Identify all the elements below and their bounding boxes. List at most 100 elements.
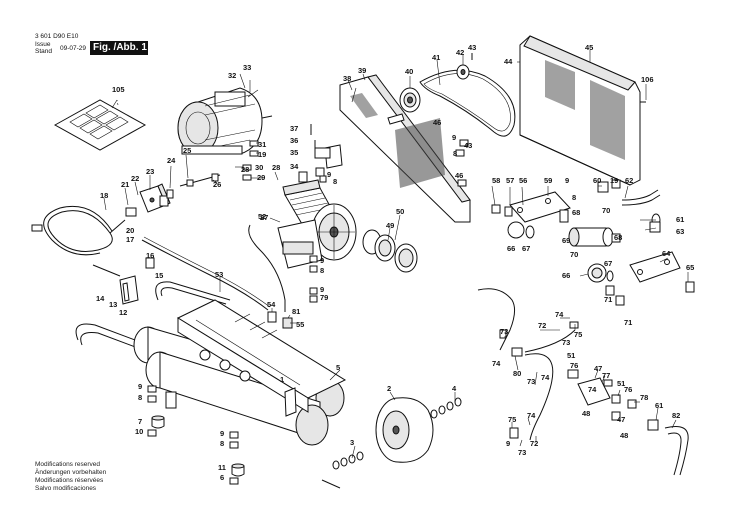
callout-8b: 8 <box>453 149 457 158</box>
callout-41: 41 <box>432 53 440 62</box>
callout-53: 53 <box>215 270 223 279</box>
callout-106: 106 <box>641 75 654 84</box>
belt-part <box>419 69 516 137</box>
callout-8e: 8 <box>220 439 224 448</box>
callout-77: 77 <box>602 371 610 380</box>
callout-4: 4 <box>452 384 457 393</box>
figure-label: Fig. /Abb. 1 <box>90 41 148 55</box>
callout-81: 81 <box>292 307 300 316</box>
callout-46b: 46 <box>455 171 463 180</box>
callout-12: 12 <box>119 308 127 317</box>
callout-9h: 9 <box>506 439 510 448</box>
callout-19b: 19 <box>610 176 618 185</box>
footer-line-de: Änderungen vorbehalten <box>35 469 107 476</box>
pressure-switch-part <box>125 183 171 217</box>
callout-28b: 28 <box>272 163 280 172</box>
callout-76a: 76 <box>570 361 578 370</box>
callout-73d: 73 <box>518 448 526 457</box>
wheel-part <box>375 397 462 463</box>
callout-35: 35 <box>290 148 298 157</box>
callout-69: 69 <box>562 236 570 245</box>
callout-15: 15 <box>155 271 163 280</box>
callout-51a: 51 <box>567 351 575 360</box>
callout-9c: 9 <box>320 256 324 265</box>
callout-25: 25 <box>183 146 191 155</box>
callout-32: 32 <box>228 71 236 80</box>
handle-bracket-part <box>92 257 155 305</box>
callout-62: 62 <box>625 176 633 185</box>
callout-2: 2 <box>387 384 391 393</box>
callout-68a: 68 <box>572 208 580 217</box>
callout-73a: 73 <box>562 338 570 347</box>
callout-59: 59 <box>544 176 552 185</box>
callout-10: 10 <box>135 427 143 436</box>
callout-21: 21 <box>121 180 129 189</box>
callout-44: 44 <box>504 57 513 66</box>
power-cord-part <box>31 205 126 256</box>
callout-47a: 47 <box>594 364 602 373</box>
callout-65: 65 <box>686 263 694 272</box>
callout-79: 79 <box>320 293 328 302</box>
callout-19a: 19 <box>258 150 266 159</box>
callout-1: 1 <box>280 375 284 384</box>
callout-55: 55 <box>296 320 304 329</box>
callout-29: 29 <box>257 173 265 182</box>
callout-46a: 46 <box>433 118 441 127</box>
gauge-tube-part <box>477 288 579 441</box>
callout-14: 14 <box>96 294 105 303</box>
callout-47b: 47 <box>617 415 625 424</box>
tank-assembly-part <box>75 281 347 446</box>
callout-31: 31 <box>258 140 266 149</box>
callout-38: 38 <box>343 74 351 83</box>
callout-11: 11 <box>218 463 226 472</box>
callout-43b: 43 <box>464 141 472 150</box>
callout-63: 63 <box>676 227 684 236</box>
motor-pulley-part <box>456 53 473 80</box>
callout-23: 23 <box>146 167 154 176</box>
pulley-part <box>399 87 421 113</box>
air-hose-elbow-part <box>621 189 661 233</box>
rubber-foot-part <box>151 415 245 477</box>
callout-74d: 74 <box>588 385 597 394</box>
callout-74a: 74 <box>555 310 564 319</box>
callout-45: 45 <box>585 43 593 52</box>
callout-7: 7 <box>138 417 142 426</box>
callout-61: 61 <box>676 215 684 224</box>
callout-50: 50 <box>396 207 404 216</box>
issue-date: 09-07-29 <box>60 45 87 52</box>
drain-hose-part <box>664 426 689 476</box>
callout-72b: 72 <box>530 439 538 448</box>
callout-9g: 9 <box>565 176 569 185</box>
regulator-part <box>568 227 621 247</box>
callout-22: 22 <box>131 174 139 183</box>
callout-24: 24 <box>167 156 176 165</box>
callout-16: 16 <box>146 251 154 260</box>
callout-73b: 73 <box>500 327 508 336</box>
callout-67b: 67 <box>604 259 612 268</box>
callout-75b: 75 <box>508 415 516 424</box>
callout-82: 82 <box>672 411 680 420</box>
callout-9e: 9 <box>138 382 142 391</box>
footer-line-es: Salvo modificaciones <box>35 485 97 492</box>
callout-57: 57 <box>506 176 514 185</box>
callout-9b: 9 <box>452 133 456 142</box>
callout-73c: 73 <box>527 377 535 386</box>
discharge-tube-part <box>141 224 286 312</box>
callout-80: 80 <box>513 369 521 378</box>
callout-39: 39 <box>358 66 366 75</box>
callout-17: 17 <box>126 235 134 244</box>
callout-37: 37 <box>290 124 298 133</box>
callout-30: 30 <box>255 163 263 172</box>
callout-13a: 13 <box>109 300 117 309</box>
doc-number: 3 601 D90 E10 <box>35 33 79 40</box>
callout-42: 42 <box>456 48 464 57</box>
callout-numbers: 105 32 33 31 19 30 29 28 26 25 24 23 22 … <box>96 43 694 482</box>
check-valve-part <box>267 311 293 329</box>
callout-9d: 9 <box>320 285 324 294</box>
issue-label: Issue <box>35 41 51 48</box>
callout-71a: 71 <box>604 295 612 304</box>
callout-56: 56 <box>519 176 527 185</box>
manifold-part <box>491 191 571 239</box>
callout-3: 3 <box>350 438 354 447</box>
